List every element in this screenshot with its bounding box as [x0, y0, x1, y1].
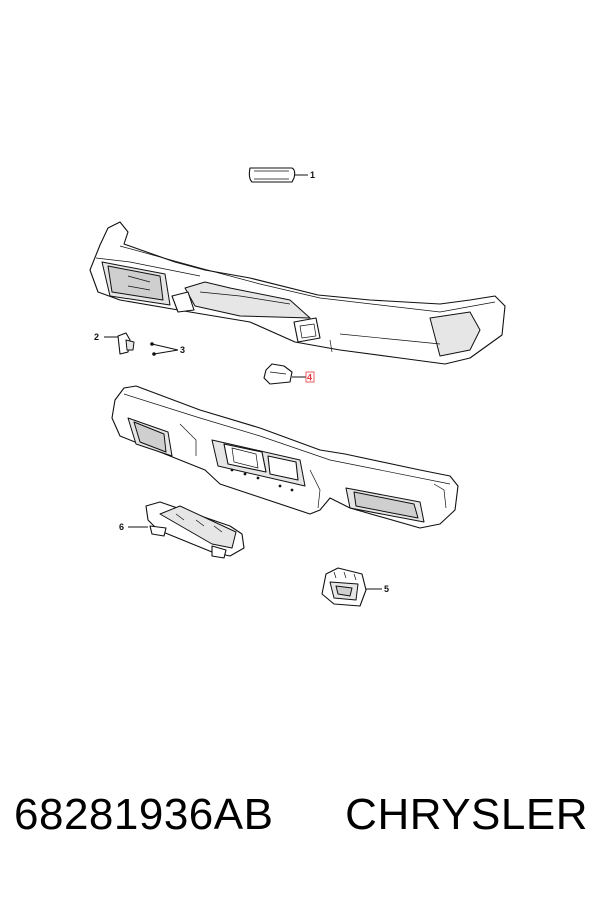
part-6-step-pad [145, 501, 245, 559]
part-2-bracket [117, 332, 135, 355]
callout-6: 6 [119, 522, 124, 532]
brand-name: CHRYSLER [345, 790, 588, 839]
bumper-fascia [89, 221, 506, 365]
callout-3: 3 [180, 345, 185, 355]
part-4-cover [263, 363, 293, 385]
callout-4-box [305, 371, 315, 383]
callout-5: 5 [384, 584, 389, 594]
bumper-beam [111, 385, 459, 529]
callout-1: 1 [310, 170, 315, 180]
callout-2: 2 [94, 332, 99, 342]
part-5-housing [321, 567, 367, 607]
part-number: 68281936AB [14, 790, 274, 839]
footer: 68281936AB CHRYSLER [0, 790, 600, 880]
part-1-lamp [248, 167, 296, 183]
part-3-bolts [150, 342, 179, 356]
callout-4: 4 [307, 373, 312, 383]
